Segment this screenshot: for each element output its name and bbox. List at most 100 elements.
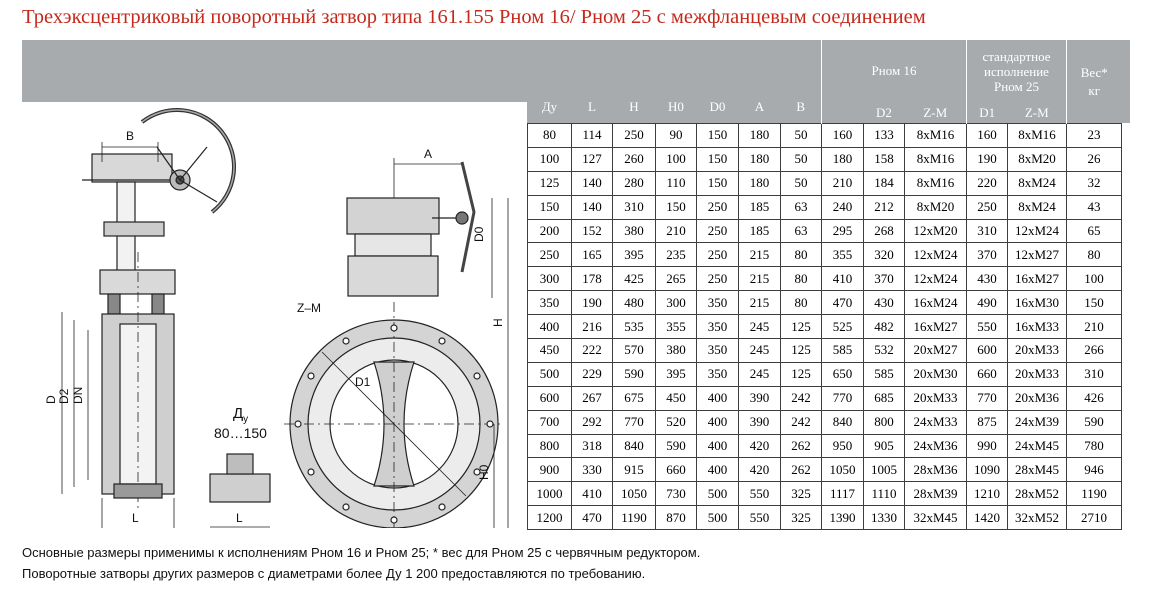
table-cell: 24xM45 [1007,433,1067,459]
table-cell: 550 [966,314,1008,340]
col-l: L [571,40,613,124]
table-cell: 133 [863,123,905,148]
table-cell: 800 [527,433,572,459]
table-cell: 63 [780,218,822,244]
table-cell: 24xM36 [904,433,967,459]
table-cell: 23 [1066,123,1122,148]
table-cell: 240 [821,194,864,220]
table-cell: 700 [527,409,572,435]
table-cell: 660 [966,361,1008,387]
table-cell: 8xM16 [904,123,967,148]
table-cell: 532 [863,338,905,363]
page-title: Трехэксцентриковый поворотный затвор тип… [22,6,926,28]
table-cell: 80 [780,242,822,268]
table-cell: 150 [655,194,697,220]
table-cell: 267 [571,385,613,411]
table-cell: 400 [696,457,739,483]
table-cell: 1190 [1066,481,1122,507]
technical-drawing: B A D0 H H0 Z–M D1 D D2 DN L L Ду 80…150 [22,102,527,528]
table-cell: 80 [1066,242,1122,268]
col-d1: D1 [966,102,1008,124]
table-cell: 590 [655,433,697,459]
table-cell: 400 [527,314,572,340]
table-cell: 12xM27 [1007,242,1067,268]
table-cell: 158 [863,146,905,172]
table-cell: 875 [966,409,1008,435]
table-cell: 425 [612,266,656,292]
table-cell: 215 [738,290,781,316]
spec-panel: B A D0 H H0 Z–M D1 D D2 DN L L Ду 80…150 [22,40,1130,531]
table-cell: 210 [655,218,697,244]
table-cell: 550 [738,505,781,531]
table-cell: 250 [696,242,739,268]
table-cell: 250 [696,218,739,244]
table-cell: 235 [655,242,697,268]
table-cell: 20xM36 [1007,385,1067,411]
table-cell: 8xM20 [904,194,967,220]
table-cell: 535 [612,314,656,340]
table-cell: 50 [780,123,822,148]
table-cell: 395 [655,361,697,387]
table-cell: 24xM39 [1007,409,1067,435]
table-cell: 1420 [966,505,1008,531]
gearbox-side [91,153,173,183]
table-cell: 200 [527,218,572,244]
table-cell: 410 [571,481,613,507]
table-cell: 2710 [1066,505,1122,531]
table-cell: 380 [655,338,697,363]
table-cell: 900 [527,457,572,483]
table-cell: 500 [527,361,572,387]
table-cell: 16xM24 [904,290,967,316]
group-pn25: стандартное исполнение Рном 25 [966,40,1067,102]
table-cell: 150 [696,123,739,148]
table-cell: 350 [696,290,739,316]
table-cell: 320 [863,242,905,268]
table-cell: 650 [821,361,864,387]
table-cell: 16xM27 [1007,266,1067,292]
col-d0: D0 [696,40,739,124]
table-cell: 80 [780,290,822,316]
table-cell: 50 [780,170,822,196]
table-cell: 24xM33 [904,409,967,435]
table-cell: 150 [696,170,739,196]
table-cell: 250 [696,194,739,220]
table-cell: 212 [863,194,905,220]
table-cell: 114 [571,123,613,148]
table-cell: 125 [780,338,822,363]
table-cell: 80 [780,266,822,292]
table-cell: 220 [966,170,1008,196]
table-cell: 160 [821,123,864,148]
label-d1: D1 [355,375,371,389]
table-cell: 1005 [863,457,905,483]
table-cell: 310 [612,194,656,220]
table-cell: 242 [780,385,822,411]
table-cell: 330 [571,457,613,483]
table-cell: 150 [696,146,739,172]
table-cell: 905 [863,433,905,459]
table-cell: 262 [780,457,822,483]
table-cell: 430 [863,290,905,316]
table-cell: 215 [738,266,781,292]
table-cell: 318 [571,433,613,459]
table-cell: 100 [527,146,572,172]
table-cell: 140 [571,170,613,196]
table-cell: 295 [821,218,864,244]
table-cell: 245 [738,338,781,363]
table-cell: 215 [738,242,781,268]
table-cell: 325 [780,481,822,507]
table-cell: 260 [612,146,656,172]
table-cell: 28xM45 [1007,457,1067,483]
table-cell: 12xM24 [904,266,967,292]
table-cell: 1390 [821,505,864,531]
valve-drawing-svg: B A D0 H H0 Z–M D1 D D2 DN L L Ду 80…150 [44,107,509,528]
table-cell: 20xM27 [904,338,967,363]
